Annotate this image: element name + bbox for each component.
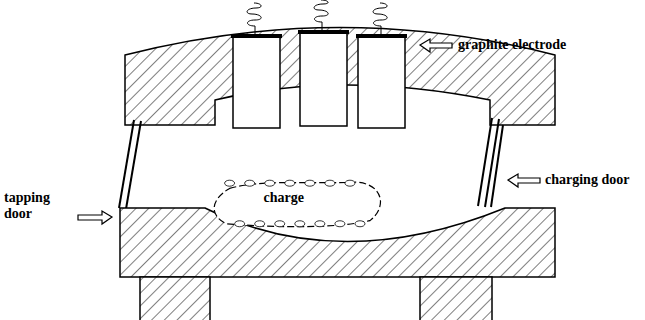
- tapping-door: [119, 120, 141, 209]
- support-pillar: [140, 277, 210, 320]
- pointer-arrow: [420, 39, 452, 52]
- pointer-arrow: [508, 174, 540, 187]
- support-pillar: [420, 277, 492, 320]
- part-label: tapping door: [4, 190, 66, 222]
- electrode-wires: [247, 0, 387, 34]
- charge-pile: charge: [208, 178, 388, 230]
- part-label: charging door: [545, 172, 645, 188]
- part-label: graphite electrode: [458, 37, 638, 53]
- graphite-electrodes: [233, 32, 405, 128]
- charge-label: charge: [264, 190, 304, 206]
- charging-door: [478, 118, 503, 207]
- pointer-arrow: [78, 211, 112, 224]
